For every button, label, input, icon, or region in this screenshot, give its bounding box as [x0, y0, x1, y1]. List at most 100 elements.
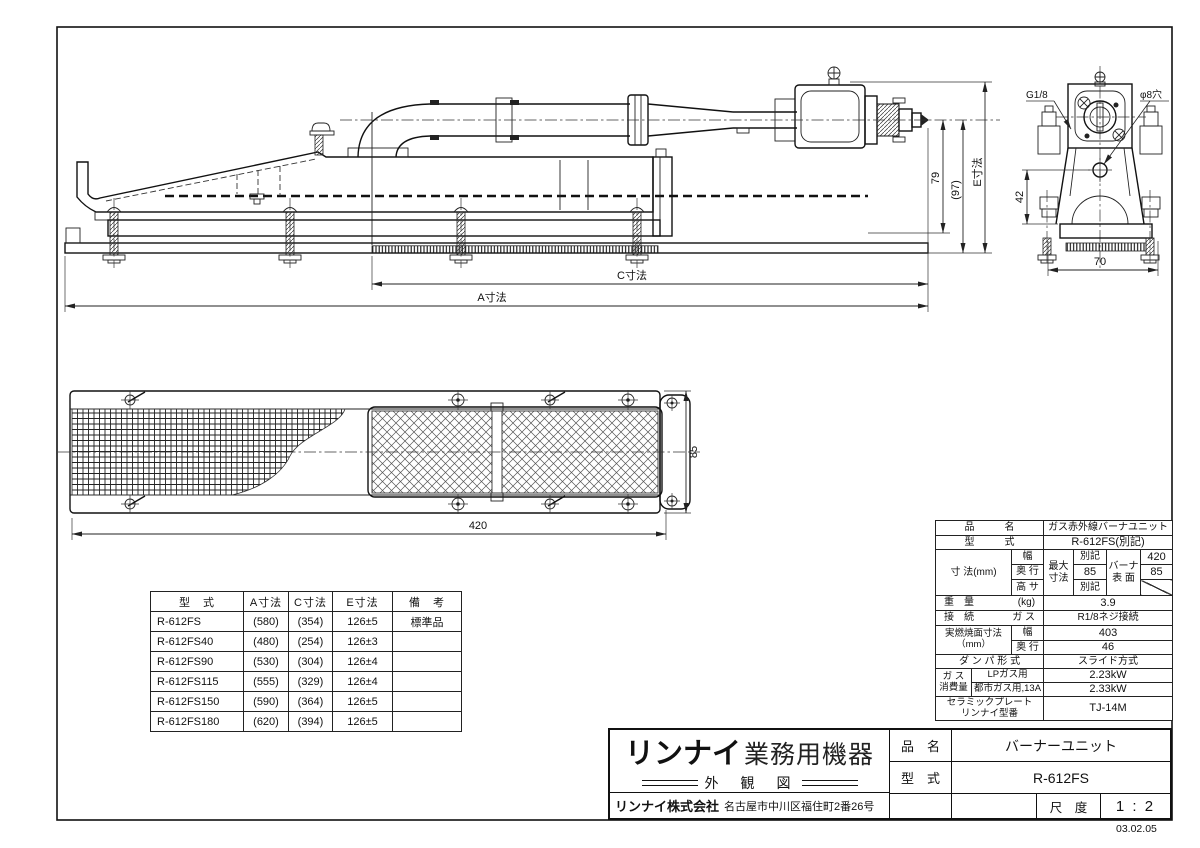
- table-row: R-612FS115 (555) (329) 126±4: [150, 671, 462, 692]
- model-cell: R-612FS150: [150, 691, 244, 712]
- table-row: R-612FS180 (620) (394) 126±5: [150, 711, 462, 732]
- spec-value: 85: [1073, 564, 1108, 580]
- plate-screw-icon: [618, 494, 638, 514]
- rail-screw-icon: [121, 391, 146, 409]
- mounting-bolt: [625, 198, 649, 268]
- model-label: 型 式: [890, 762, 952, 793]
- col-header: C寸法: [288, 591, 333, 612]
- side-view: 79 (97) E寸法 C寸法 A寸法: [64, 66, 1000, 312]
- dim-cell: (530): [243, 651, 289, 672]
- spec-sublabel: バーナ 表 面: [1106, 549, 1142, 596]
- spec-value: TJ-14M: [1043, 696, 1174, 721]
- title-block: リンナイ 業務用機器 外 観 図 リンナイ株式会社 名古屋市中川区福住町2番26…: [608, 728, 1172, 820]
- scale-value: 1 : 2: [1115, 797, 1156, 815]
- spec-value: 2.23kW: [1043, 668, 1174, 683]
- table-header-row: 型 式 A寸法 C寸法 E寸法 備 考: [150, 591, 462, 612]
- spec-value: 46: [1043, 640, 1174, 655]
- bracket-screw-icon: [664, 493, 680, 509]
- product-name-value: バーナーユニット: [1005, 737, 1117, 754]
- title-block-info-section: 品 名 バーナーユニット 型 式 R-612FS 尺 度 1 : 2: [890, 730, 1170, 818]
- title-block-brand-section: リンナイ 業務用機器 外 観 図 リンナイ株式会社 名古屋市中川区福住町2番26…: [610, 730, 890, 818]
- dim-420: 420: [469, 520, 487, 532]
- dim-79: 79: [930, 172, 942, 184]
- variant-dimensions-table: 型 式 A寸法 C寸法 E寸法 備 考 R-612FS (580) (354) …: [150, 591, 462, 732]
- dim-a: A寸法: [477, 290, 506, 304]
- dim-cell: 126±5: [332, 711, 393, 732]
- rail-screw-icon: [121, 495, 146, 513]
- plate-screw-icon: [618, 390, 638, 410]
- spec-value: 別記: [1073, 549, 1108, 565]
- dim-e: E寸法: [970, 157, 984, 186]
- dim-cell: 126±3: [332, 631, 393, 652]
- plate-screw-icon: [1077, 96, 1091, 110]
- spec-sublabel: 高 サ: [1010, 579, 1045, 596]
- table-row: R-612FS40 (480) (254) 126±3: [150, 631, 462, 652]
- doc-type-label: 外 観 図: [704, 774, 795, 791]
- col-header: 型 式: [150, 591, 244, 612]
- dim-cell: (354): [288, 611, 333, 632]
- col-header: A寸法: [243, 591, 289, 612]
- spec-sublabel: 奥 行: [1010, 640, 1045, 655]
- spec-sublabel: 幅: [1010, 625, 1045, 641]
- spec-value: 403: [1043, 625, 1174, 641]
- spec-value: ガス赤外線バーナユニット: [1043, 520, 1174, 536]
- note-cell: [392, 711, 462, 732]
- ceramic-plate-edge-hatch: [371, 245, 659, 254]
- table-row: R-612FS150 (590) (364) 126±5: [150, 691, 462, 712]
- dim-cell: (329): [288, 671, 333, 692]
- dim-cell: (364): [288, 691, 333, 712]
- gas-valve-injector: [774, 66, 929, 149]
- end-view: 42 70 G1/8 φ8穴: [1014, 66, 1169, 276]
- spec-value: スライド方式: [1043, 654, 1174, 669]
- g18-label: G1/8: [1026, 90, 1048, 101]
- mounting-bolt: [449, 198, 473, 268]
- spec-label: 品 名: [934, 520, 1045, 536]
- mounting-bolt: [278, 198, 302, 268]
- rail-screw-icon: [541, 495, 566, 513]
- spec-label: 型 式: [934, 535, 1045, 550]
- empty-cell: [890, 794, 952, 818]
- model-cell: R-612FS40: [150, 631, 244, 652]
- spec-label: 接 続ガ ス: [934, 610, 1045, 626]
- model-cell: R-612FS90: [150, 651, 244, 672]
- dim-85: 85: [688, 446, 700, 458]
- dim-c: C寸法: [617, 268, 647, 282]
- product-name-label: 品 名: [890, 730, 952, 761]
- top-view: 420 85: [58, 390, 700, 540]
- dim-cell: (580): [243, 611, 289, 632]
- mounting-bolt: [102, 198, 126, 268]
- dim-cell: (555): [243, 671, 289, 692]
- note-cell: [392, 671, 462, 692]
- dim-70: 70: [1094, 256, 1106, 268]
- decorative-rule: [801, 779, 858, 786]
- spec-value: 85: [1140, 564, 1174, 580]
- drawing-date: 03.02.05: [1116, 823, 1157, 835]
- empty-cell: [952, 794, 1037, 818]
- dim-cell: 126±4: [332, 651, 393, 672]
- dim-cell: 126±5: [332, 611, 393, 632]
- venturi-tube-assembly: [309, 94, 797, 158]
- brand-suffix: 業務用機器: [744, 740, 875, 769]
- dim-cell: (254): [288, 631, 333, 652]
- dim-cell: 126±4: [332, 671, 393, 692]
- company-address: 名古屋市中川区福住町2番26号: [724, 800, 875, 813]
- sheet-border: [56, 26, 1173, 821]
- dim-42: 42: [1014, 191, 1026, 203]
- dim-cell: (394): [288, 711, 333, 732]
- model-cell: R-612FS: [150, 611, 244, 632]
- spec-value: 別記: [1073, 579, 1108, 596]
- spec-value: 420: [1140, 549, 1174, 565]
- table-row: R-612FS (580) (354) 126±5 標準品: [150, 611, 462, 632]
- table-row: R-612FS90 (530) (304) 126±4: [150, 651, 462, 672]
- model-value: R-612FS: [1032, 769, 1090, 786]
- spec-value: 2.33kW: [1043, 682, 1174, 697]
- note-cell: [392, 691, 462, 712]
- spec-label: セラミックプレート リンナイ型番: [934, 696, 1045, 721]
- scale-label: 尺 度: [1037, 794, 1101, 818]
- diagonal-blank-cell: [1140, 579, 1174, 596]
- col-header: 備 考: [392, 591, 462, 612]
- model-cell: R-612FS115: [150, 671, 244, 692]
- spec-label: ガ ス 消費量: [935, 668, 972, 697]
- spec-value: R-612FS(別記): [1043, 535, 1174, 550]
- spec-label: 実燃焼面寸法 （mm）: [935, 625, 1012, 655]
